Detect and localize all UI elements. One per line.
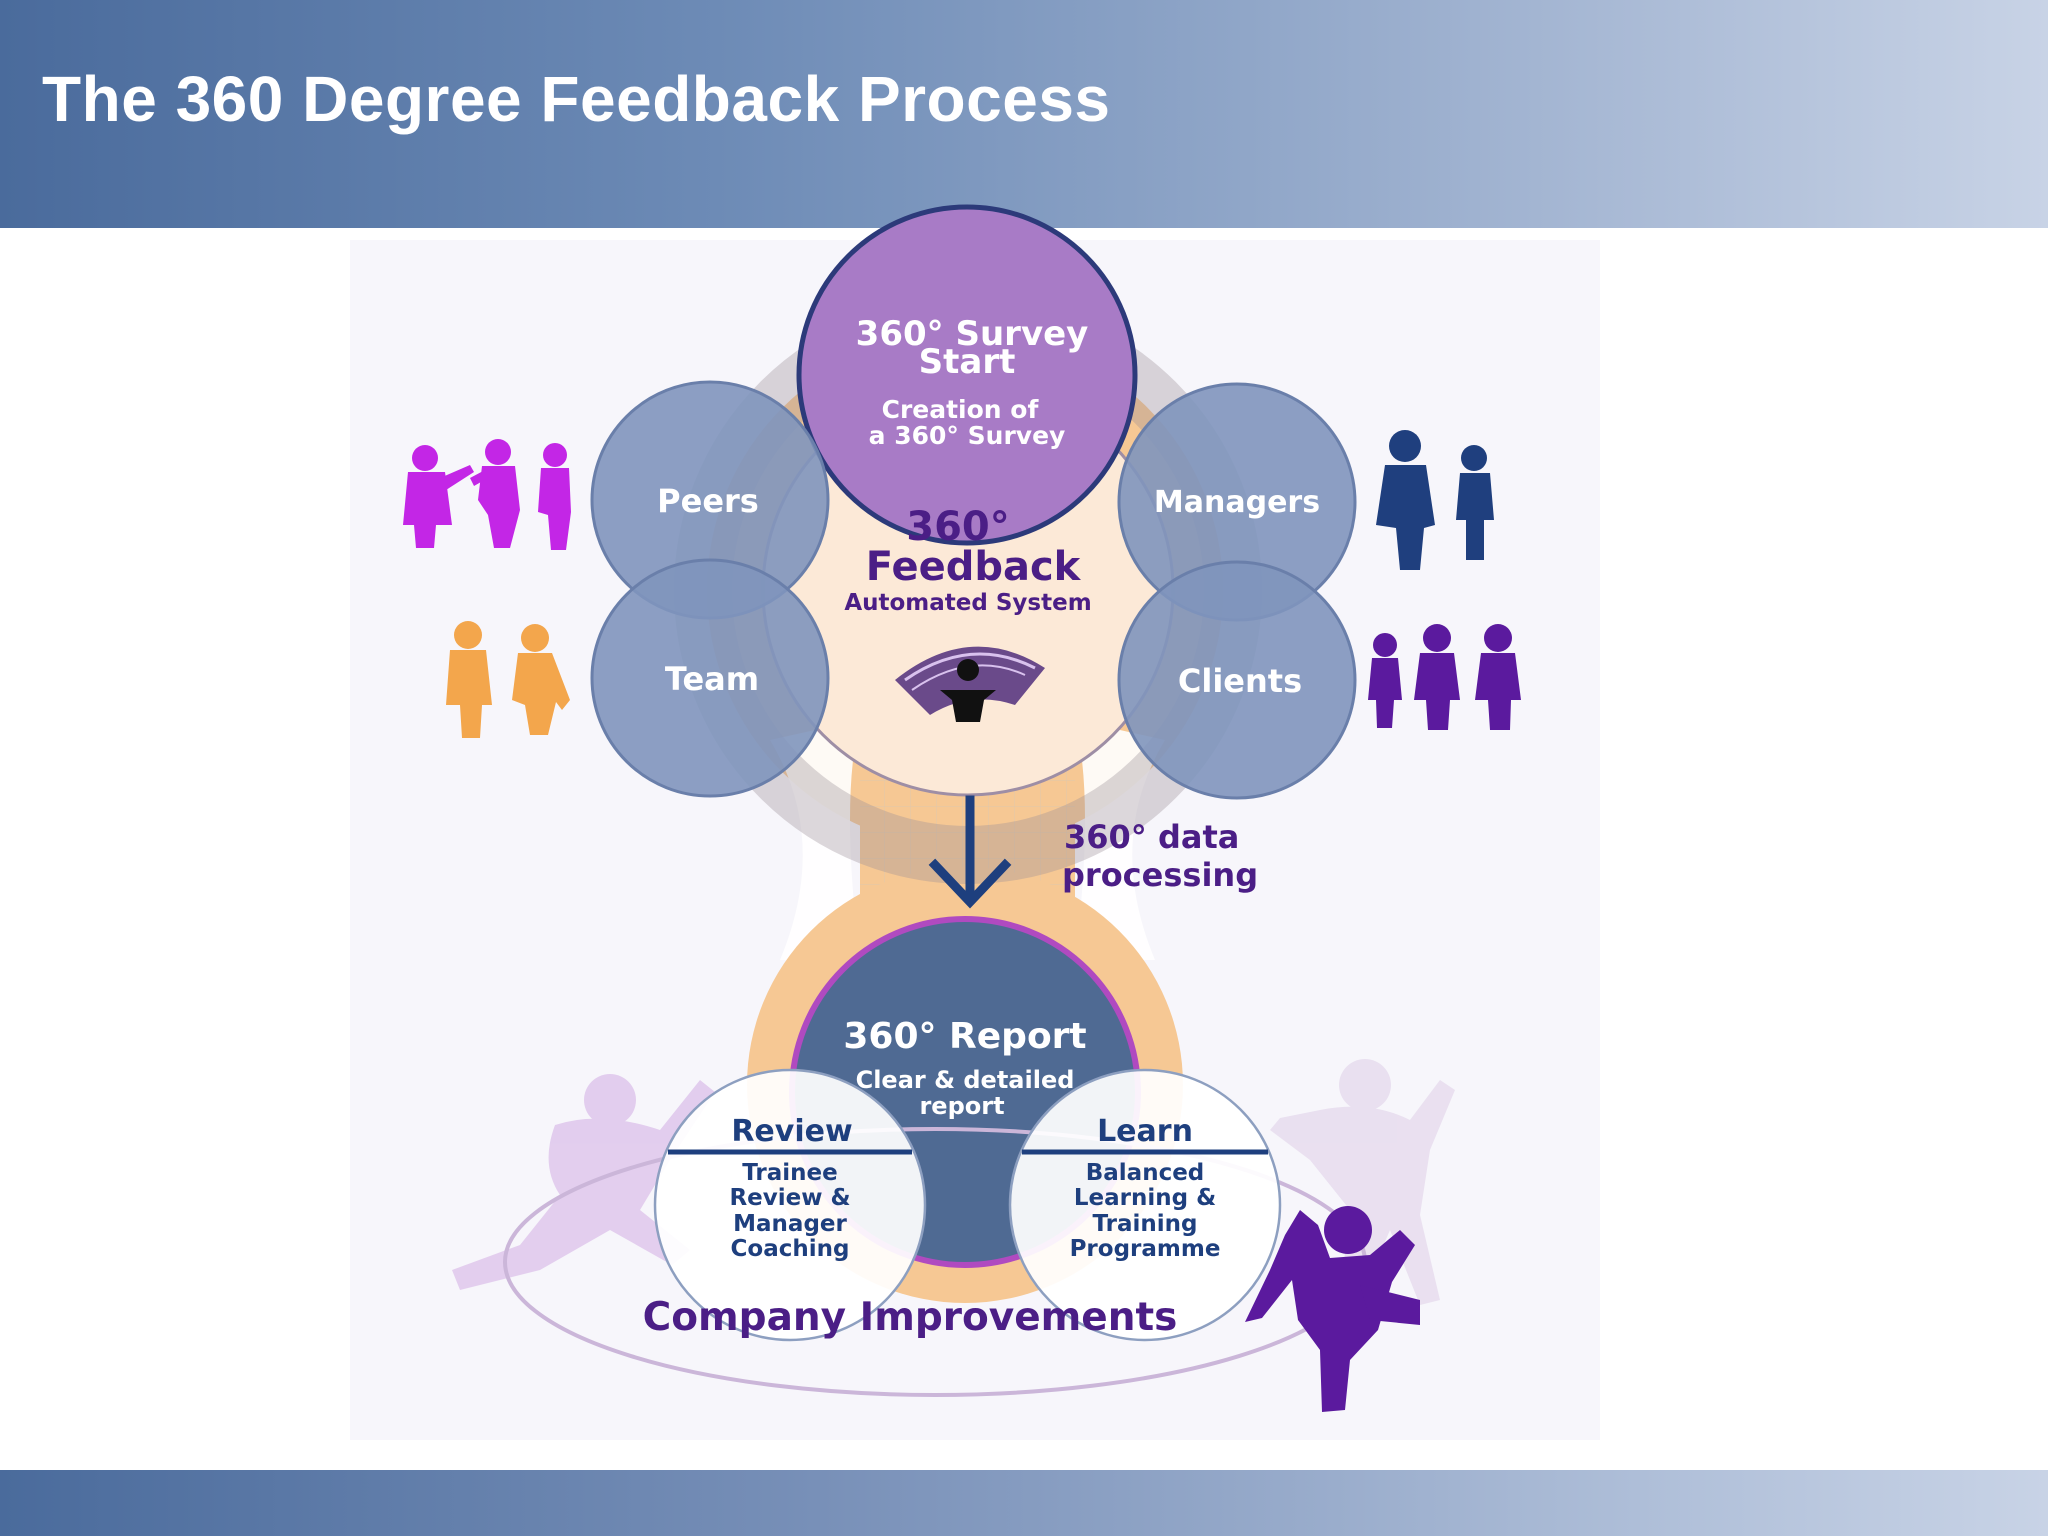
review-circle bbox=[653, 1068, 927, 1342]
clients-label: Clients bbox=[1178, 662, 1302, 700]
team-circle bbox=[590, 558, 830, 798]
slide-footer-bar bbox=[0, 1470, 2048, 1536]
processing-arrow-icon bbox=[928, 795, 1012, 909]
learn-line-4: Programme bbox=[1070, 1236, 1221, 1262]
survey-start-node: 360° Survey Start Creation of a 360° Sur… bbox=[796, 204, 1138, 546]
report-sub-line2: report bbox=[919, 1092, 1004, 1120]
survey-title-line2: Start bbox=[919, 342, 1016, 382]
managers-people-icon bbox=[1376, 430, 1494, 570]
survey-circle bbox=[796, 204, 1138, 546]
learn-node: Learn Balanced Learning & Training Progr… bbox=[1008, 1068, 1282, 1342]
review-line-2: Review & bbox=[729, 1185, 850, 1211]
jumping-figure-icon bbox=[1245, 1206, 1420, 1412]
report-sub-line1: Clear & detailed bbox=[856, 1066, 1075, 1094]
survey-title-line1: 360° Survey bbox=[856, 314, 1089, 354]
group-node-peers: Peers bbox=[590, 380, 830, 620]
slide-title: The 360 Degree Feedback Process bbox=[42, 63, 1111, 135]
review-title: Review bbox=[731, 1114, 852, 1149]
review-line-1: Trainee bbox=[742, 1160, 837, 1186]
report-title: 360° Report bbox=[843, 1016, 1086, 1057]
slide-header: The 360 Degree Feedback Process bbox=[0, 0, 2048, 228]
group-node-managers: Managers bbox=[1117, 382, 1357, 622]
group-node-clients: Clients bbox=[1117, 560, 1357, 800]
center-line2: Feedback bbox=[866, 544, 1082, 590]
center-line1: 360° bbox=[906, 504, 1010, 550]
processing-line1: 360° data bbox=[1064, 818, 1239, 856]
center-line3: Automated System bbox=[844, 590, 1091, 616]
team-people-icon bbox=[446, 621, 570, 738]
group-node-team: Team bbox=[590, 558, 830, 798]
processing-line2: processing bbox=[1062, 856, 1258, 894]
clients-people-icon bbox=[1368, 624, 1521, 730]
review-line-4: Coaching bbox=[731, 1236, 850, 1262]
managers-label: Managers bbox=[1154, 485, 1320, 520]
peers-label: Peers bbox=[657, 482, 759, 520]
survey-sub-line2: a 360° Survey bbox=[869, 421, 1066, 450]
learn-line-2: Learning & bbox=[1074, 1185, 1216, 1211]
team-label: Team bbox=[665, 660, 759, 698]
review-line-3: Manager bbox=[733, 1211, 847, 1237]
survey-sub-line1: Creation of bbox=[882, 395, 1040, 424]
company-improvements-label: Company Improvements bbox=[643, 1295, 1178, 1340]
center-emblem-icon bbox=[895, 646, 1045, 722]
learn-line-1: Balanced bbox=[1086, 1160, 1205, 1186]
learn-title: Learn bbox=[1097, 1114, 1193, 1149]
learn-line-3: Training bbox=[1092, 1211, 1197, 1237]
clients-circle bbox=[1117, 560, 1357, 800]
learn-circle bbox=[1008, 1068, 1282, 1342]
review-node: Review Trainee Review & Manager Coaching bbox=[653, 1068, 927, 1342]
peers-people-icon bbox=[403, 439, 571, 550]
